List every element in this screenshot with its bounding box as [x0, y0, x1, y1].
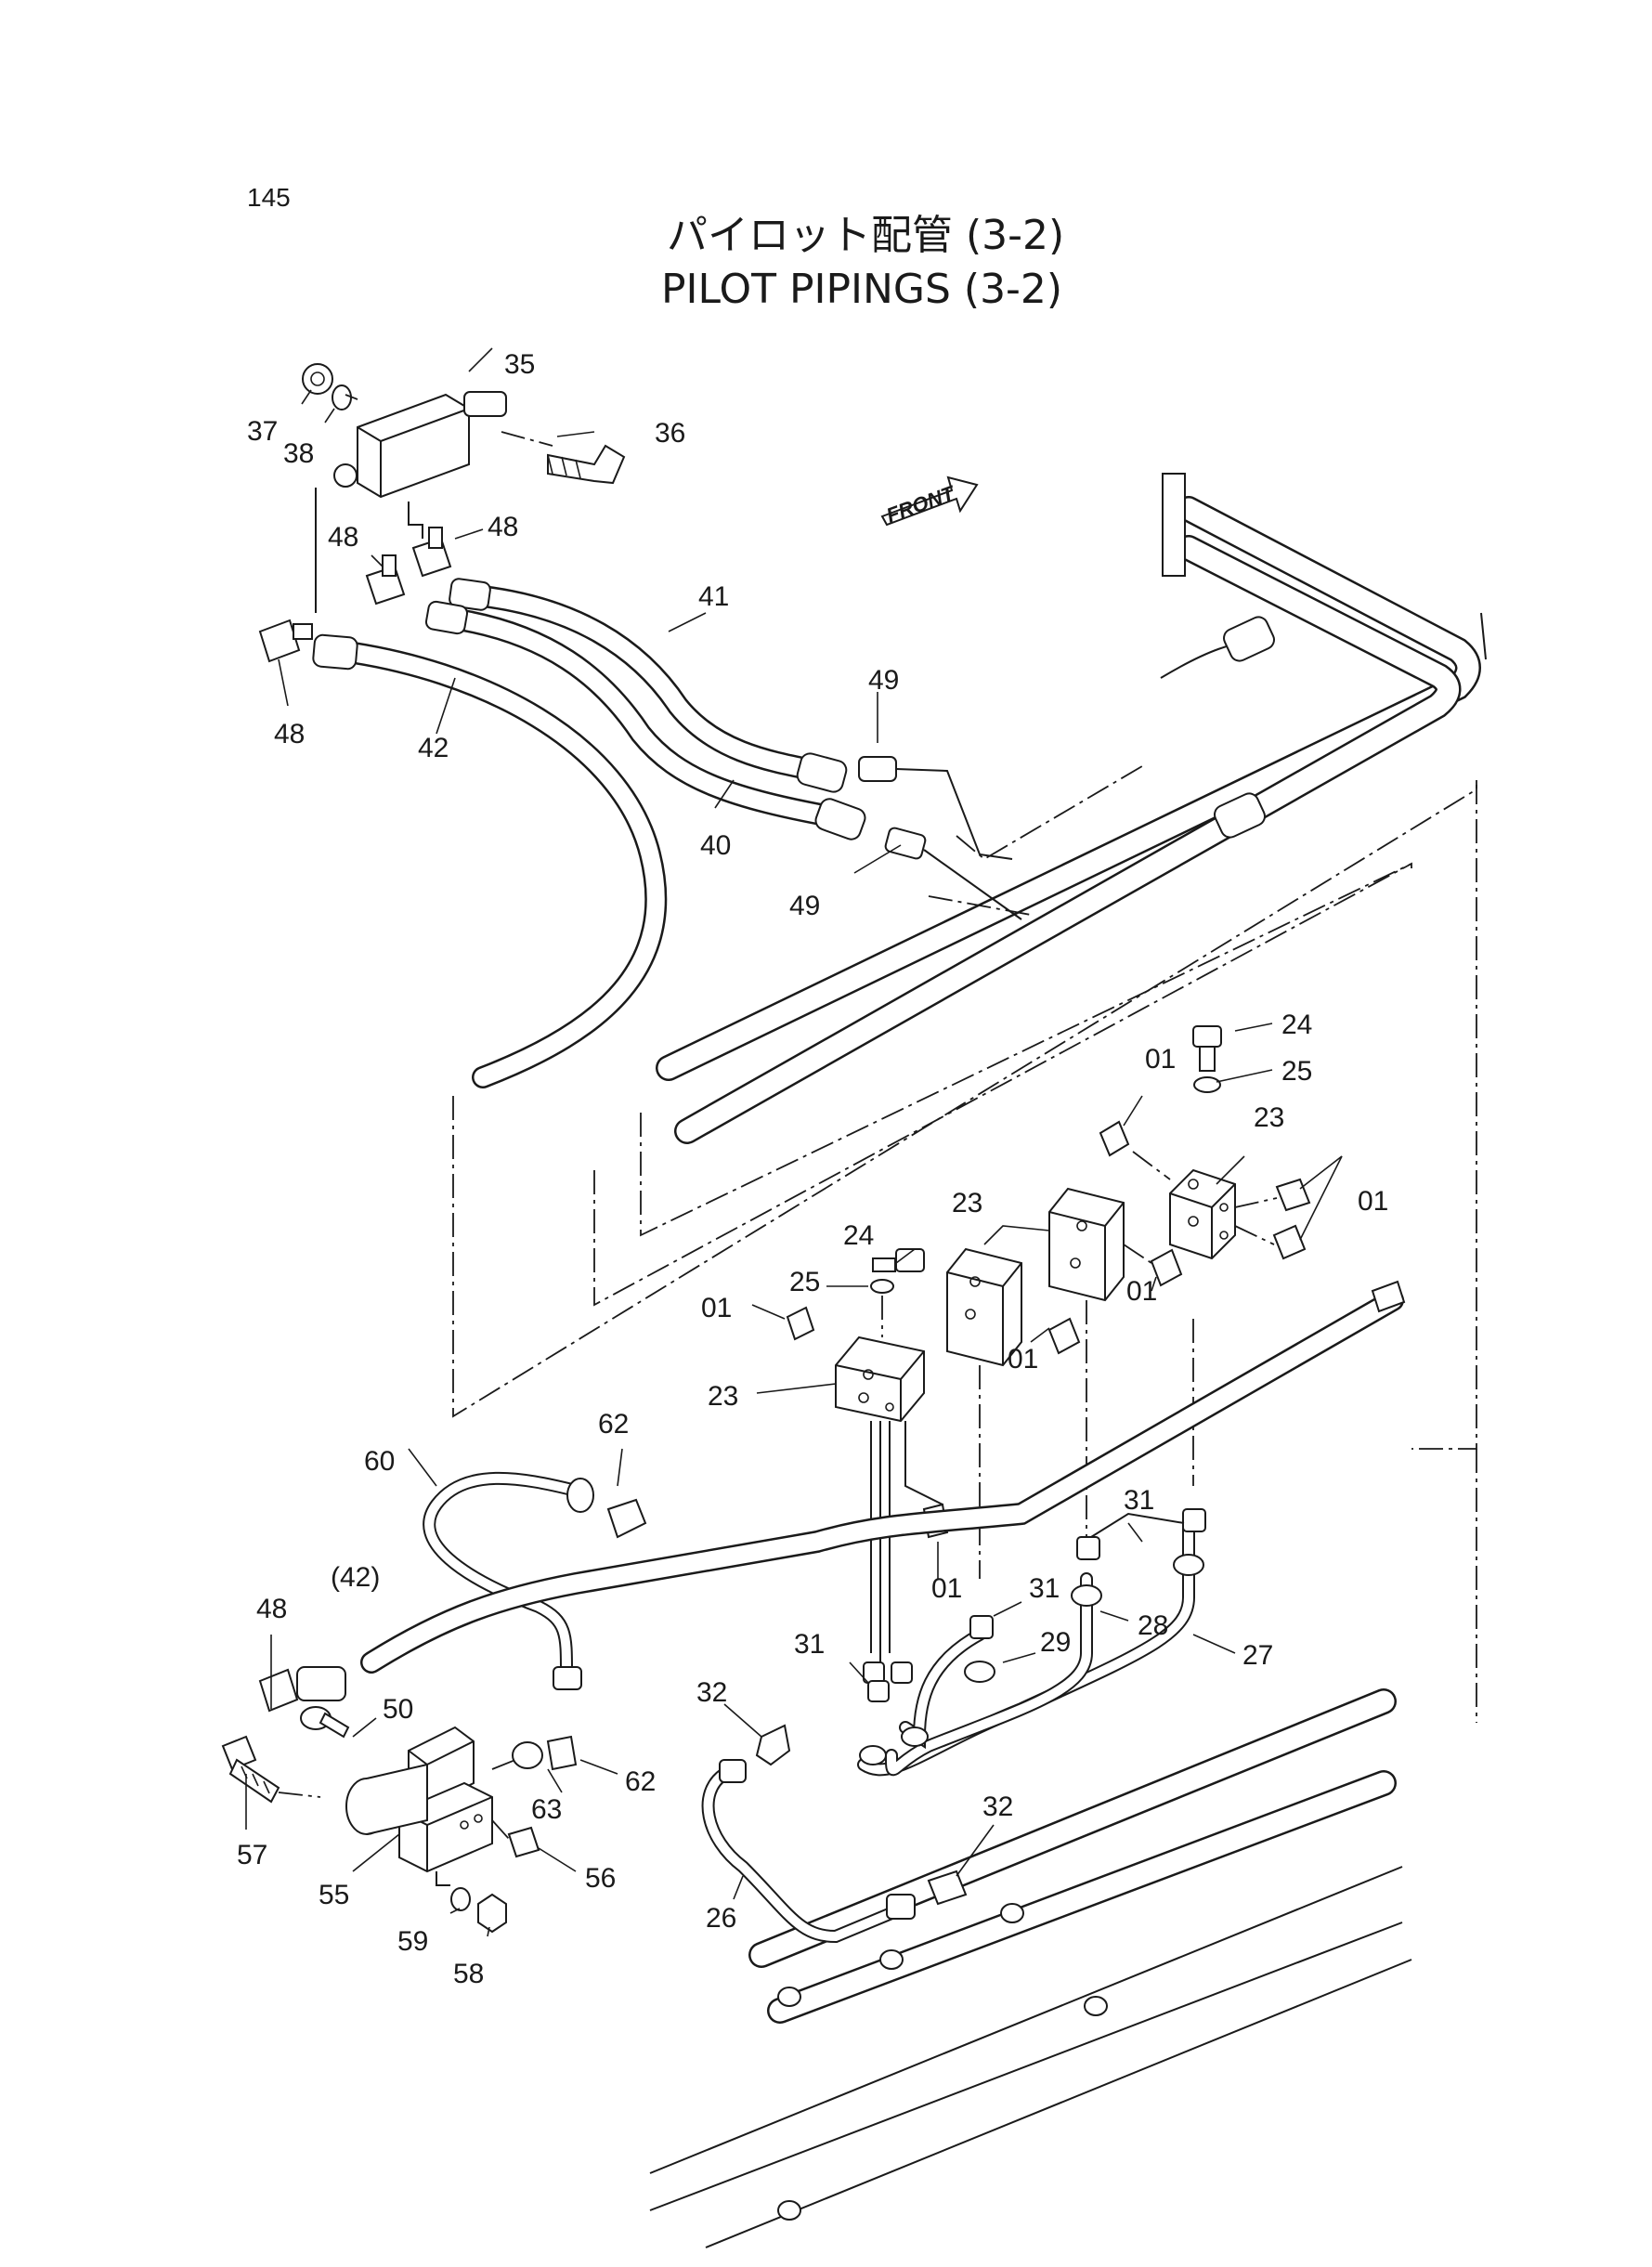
callout-01-d: 01 — [1008, 1344, 1038, 1375]
title-english: PILOT PIPINGS (3-2) — [661, 266, 1062, 313]
callout-49-a: 49 — [868, 665, 899, 696]
title-japanese: パイロット配管 (3-2) — [667, 212, 1064, 259]
callout-42: 42 — [418, 733, 449, 763]
pipes-26-29 — [701, 1517, 1204, 1944]
adapters-48-upper — [258, 527, 452, 663]
callout-23-c: 23 — [708, 1381, 738, 1412]
callout-24-b: 24 — [843, 1220, 874, 1251]
hose-42-lower — [258, 1280, 1406, 1713]
callout-29: 29 — [1040, 1627, 1071, 1658]
callout-23-b: 23 — [952, 1188, 982, 1218]
callout-31-c: 31 — [794, 1629, 825, 1660]
valve-35-assembly — [302, 363, 626, 613]
callout-25-a: 25 — [1281, 1056, 1312, 1087]
callout-25-b: 25 — [789, 1267, 820, 1297]
callout-58: 58 — [453, 1959, 484, 1989]
callout-32-b: 32 — [982, 1791, 1013, 1822]
callout-01-c: 01 — [701, 1293, 732, 1323]
callout-37: 37 — [247, 416, 278, 447]
callout-36: 36 — [655, 418, 685, 449]
block-23-upper-right — [1099, 1025, 1311, 1486]
block-23-left — [786, 1248, 943, 1662]
callout-26: 26 — [706, 1903, 736, 1934]
callout-32-a: 32 — [696, 1677, 727, 1708]
page-number: 145 — [247, 183, 291, 212]
callout-23-a: 23 — [1254, 1102, 1284, 1133]
callout-60: 60 — [364, 1446, 395, 1477]
callout-40: 40 — [700, 830, 731, 861]
callout-01-e: 01 — [1126, 1276, 1157, 1307]
callout-48-a: 48 — [328, 522, 358, 553]
callout-01-a: 01 — [1145, 1044, 1176, 1075]
leader-lines — [245, 347, 1343, 1937]
callout-41: 41 — [698, 581, 729, 612]
pipe-60 — [423, 1471, 647, 1690]
valve-55-assembly — [221, 1706, 578, 1934]
callout-31-a: 31 — [1124, 1485, 1154, 1516]
callout-48-c: 48 — [274, 719, 305, 749]
callout-49-b: 49 — [789, 891, 820, 921]
callout-55: 55 — [319, 1880, 349, 1910]
callout-56: 56 — [585, 1863, 616, 1894]
callout-50: 50 — [383, 1694, 413, 1725]
hose-42 — [312, 633, 668, 1088]
callout-42-ref: (42) — [331, 1562, 380, 1593]
blocks-23-middle — [946, 1187, 1183, 1579]
callout-01-b: 01 — [1358, 1186, 1388, 1217]
fittings-31-elbows-32 — [755, 1508, 1206, 1906]
callout-24-a: 24 — [1281, 1010, 1312, 1040]
hoses-40-41 — [424, 578, 1275, 840]
callout-31-b: 31 — [1029, 1573, 1060, 1604]
frame-rails-upper — [656, 473, 1487, 1144]
callout-62-a: 62 — [598, 1409, 629, 1440]
callout-63: 63 — [531, 1794, 562, 1825]
callout-27: 27 — [1242, 1640, 1273, 1671]
callout-59: 59 — [397, 1926, 428, 1957]
callout-48-d: 48 — [256, 1594, 287, 1624]
frame-rails-lower — [649, 1688, 1412, 2248]
callout-62-b: 62 — [625, 1766, 656, 1797]
front-direction-arrow: FRONT — [880, 476, 979, 528]
callout-38: 38 — [283, 438, 314, 469]
phantom-outline-frames — [452, 765, 1477, 1723]
callout-01-f: 01 — [931, 1573, 962, 1604]
callout-35: 35 — [504, 349, 535, 380]
front-label: FRONT — [883, 481, 958, 528]
callout-labels: 35 36 37 38 48 48 48 48 41 42 (42) 40 49… — [237, 349, 1388, 1989]
fittings-49 — [858, 756, 1022, 920]
callout-28: 28 — [1138, 1610, 1168, 1641]
callout-48-b: 48 — [488, 512, 518, 542]
callout-57: 57 — [237, 1840, 267, 1870]
